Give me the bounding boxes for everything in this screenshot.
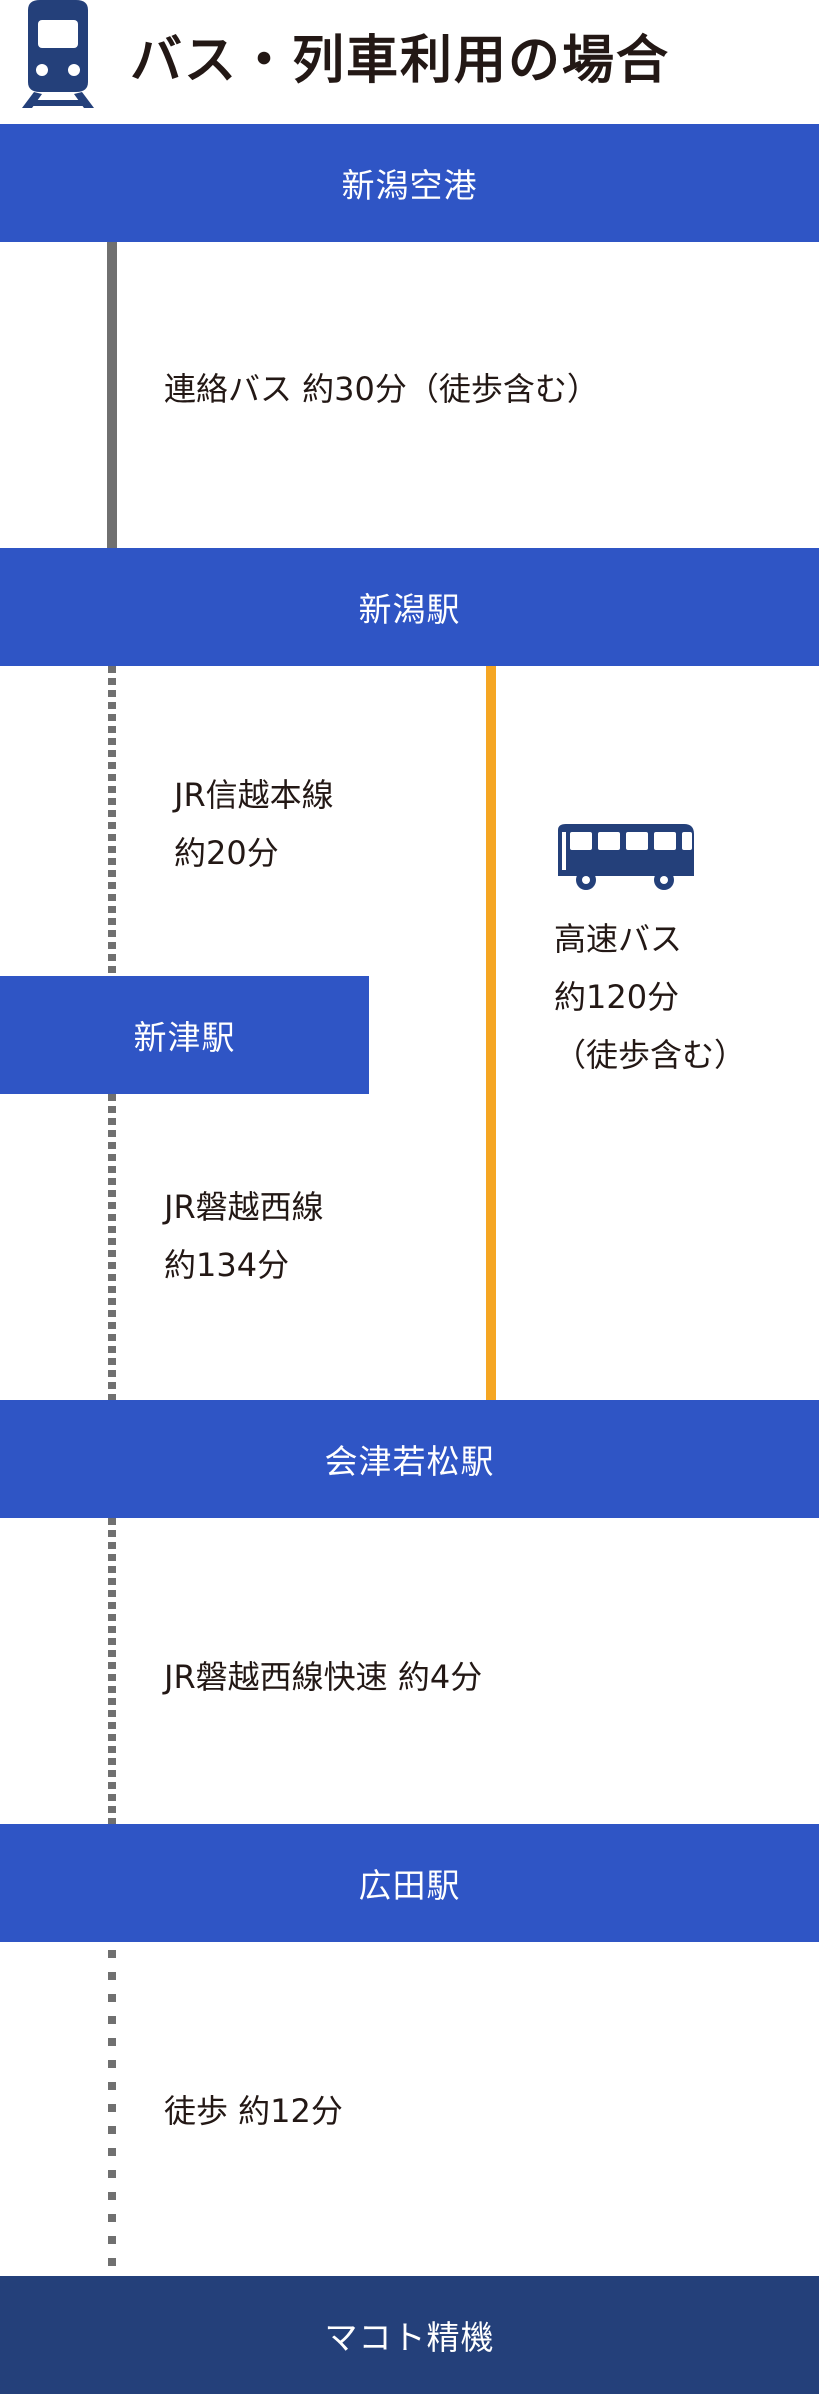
route-line-airport-bus	[107, 242, 117, 548]
segment-banetsu-rapid: JR磐越西線快速 約4分	[164, 1658, 483, 1696]
route-line-banetsu	[108, 1094, 116, 1400]
segment-shinetsu-time: 約20分	[174, 834, 279, 872]
route-line-walk	[108, 1950, 116, 2274]
route-line-shinetsu	[108, 666, 116, 976]
segment-highway-bus: 高速バス	[554, 920, 683, 958]
destination-makoto-seiki: マコト精機	[0, 2276, 819, 2394]
segment-banetsu-line: JR磐越西線	[164, 1188, 324, 1226]
segment-airport-bus: 連絡バス 約30分（徒歩含む）	[164, 370, 599, 408]
segment-shinetsu-line: JR信越本線	[174, 776, 334, 814]
bus-icon	[558, 824, 694, 890]
segment-highway-bus-time: 約120分	[554, 978, 680, 1016]
segment-walk: 徒歩 約12分	[164, 2092, 343, 2130]
route-line-banetsu-rapid	[108, 1518, 116, 1824]
station-hirota: 広田駅	[0, 1824, 819, 1942]
route-line-highway-bus	[486, 666, 496, 1400]
station-niigata-airport: 新潟空港	[0, 124, 819, 242]
train-icon	[22, 0, 94, 108]
station-niitsu: 新津駅	[0, 976, 369, 1094]
page-title: バス・列車利用の場合	[130, 31, 671, 91]
segment-highway-bus-note: （徒歩含む）	[554, 1036, 747, 1074]
segment-banetsu-time: 約134分	[164, 1246, 290, 1284]
station-aizuwakamatsu: 会津若松駅	[0, 1400, 819, 1518]
station-niigata: 新潟駅	[0, 548, 819, 666]
